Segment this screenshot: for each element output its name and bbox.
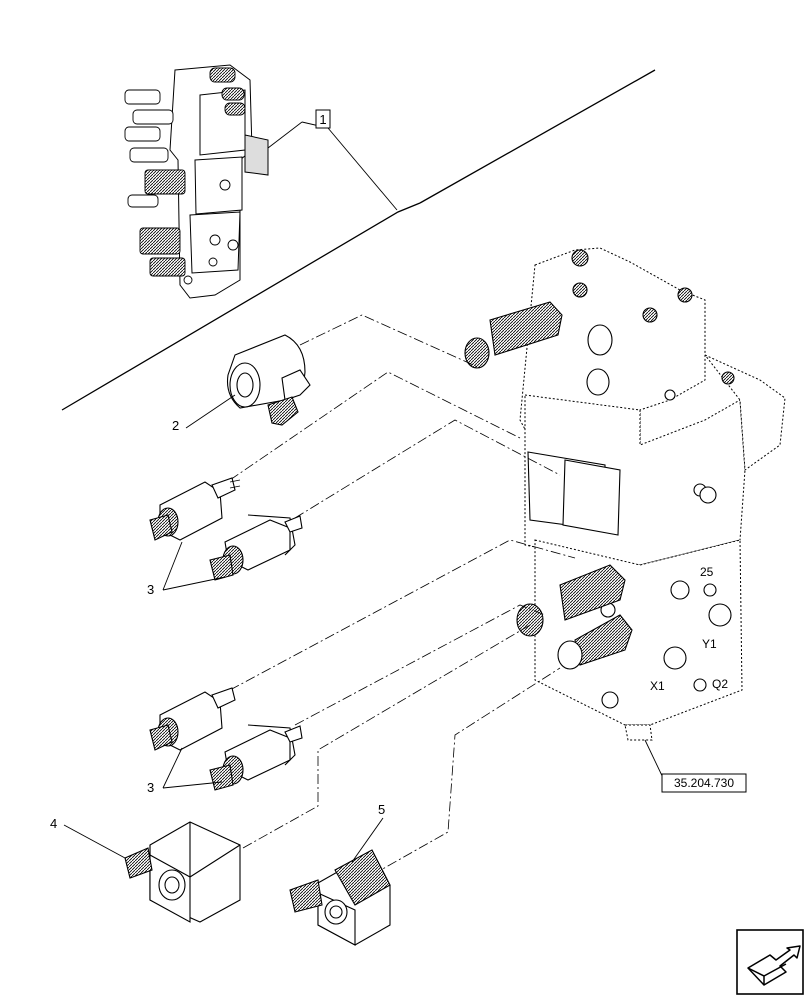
callout-1-label: 1	[319, 112, 326, 127]
reference-box[interactable]: 35.204.730	[661, 773, 747, 793]
assembly-centerlines	[229, 314, 576, 876]
main-valve-details	[464, 249, 735, 709]
leader-2	[185, 394, 236, 429]
svg-text:X1: X1	[650, 679, 665, 693]
callout-1: 1	[315, 109, 331, 129]
callout-3b-label: 3	[147, 780, 154, 795]
part-5-solenoid-coil	[289, 849, 391, 946]
part-2-solenoid-coil	[226, 334, 311, 426]
callout-4-label: 4	[50, 816, 57, 831]
part-3-upper-valves	[149, 477, 303, 581]
part-3-lower-valves	[149, 687, 303, 791]
svg-text:Y1: Y1	[702, 637, 717, 651]
svg-text:Q2: Q2	[712, 677, 728, 691]
leader-5	[351, 817, 384, 863]
leader-3b-2	[162, 781, 223, 789]
callout-2-label: 2	[172, 418, 179, 433]
callout-5-label: 5	[378, 802, 385, 817]
part-4-solenoid-coil	[124, 821, 241, 923]
port-markings: 25 Y1 X1 Q2	[650, 565, 728, 693]
svg-text:25: 25	[700, 565, 714, 579]
leader-3a-1	[162, 541, 183, 591]
reference-label: 35.204.730	[674, 776, 734, 790]
leader-4	[63, 824, 126, 859]
leader-3b-1	[162, 747, 183, 789]
next-page-arrow-icon[interactable]	[736, 929, 804, 995]
inset-assembly-view	[61, 64, 656, 411]
leader-3a-2	[162, 576, 226, 591]
callout-3a-label: 3	[147, 582, 154, 597]
